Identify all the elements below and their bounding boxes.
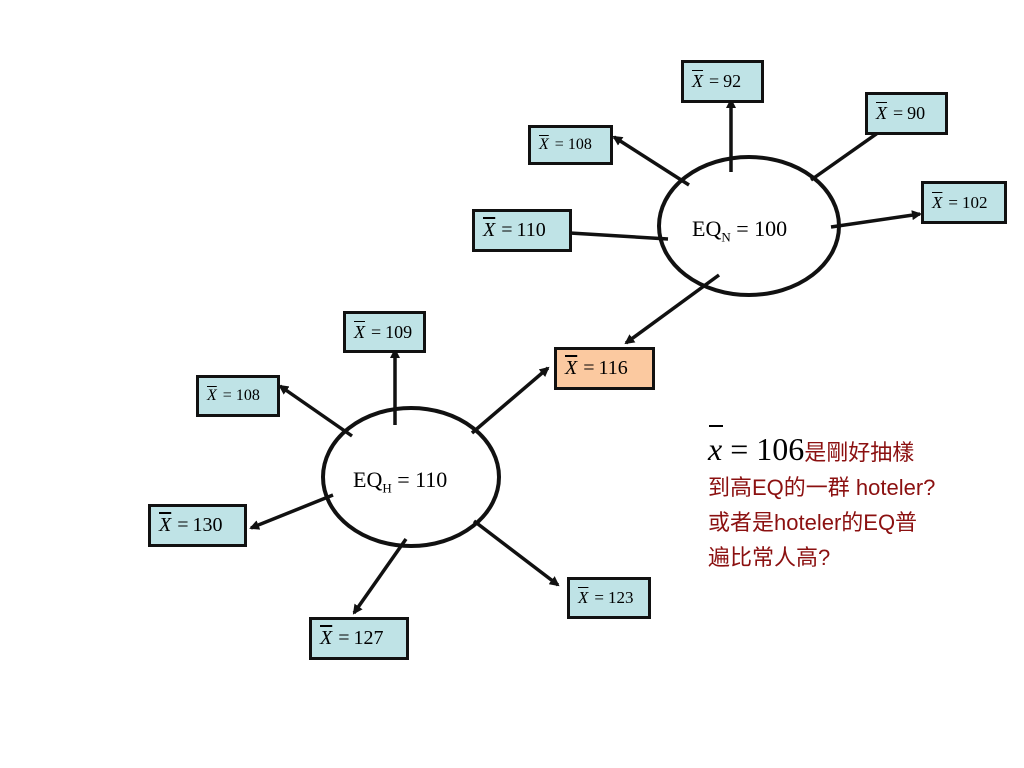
mean-value: 92 (723, 71, 742, 91)
equals-sign: = (371, 321, 382, 342)
node-eq-high-label: EQH = 110 (353, 467, 447, 496)
note-line-2: 到高EQ的一群 hoteler? (708, 475, 936, 500)
arrow-normal-to-108 (612, 135, 690, 187)
equals-sign: = (583, 357, 595, 379)
node-eq-high-sub: H (382, 480, 392, 496)
equals-sign: = (554, 136, 564, 153)
arrow-high-to-108 (278, 384, 353, 438)
mean-value: 123 (607, 588, 634, 607)
xbar-symbol: X (565, 357, 578, 379)
equals-sign: = (501, 219, 513, 241)
mean-value: 116 (598, 357, 628, 379)
xbar-symbol: X (207, 387, 217, 404)
mean-box-high-130: X=130 (148, 504, 247, 547)
node-eq-high-main: EQ (353, 467, 383, 492)
line-normal-to-110 (569, 231, 669, 241)
xbar-symbol: X (539, 136, 549, 153)
mean-value: 130 (192, 514, 223, 536)
xbar-symbol: X (483, 219, 496, 241)
mean-value: 110 (516, 219, 546, 241)
mean-box-normal-110: X=110 (472, 209, 572, 252)
equals-sign: = (709, 71, 720, 91)
equals-sign: = (948, 192, 958, 212)
mean-box-high-123: X =123 (567, 577, 651, 619)
mean-value: 127 (353, 627, 384, 649)
xbar-symbol: X (159, 514, 172, 536)
mean-box-shared-116: X=116 (554, 347, 655, 390)
node-eq-normal-label: EQN = 100 (692, 216, 787, 245)
formula-variable: x (708, 431, 723, 467)
mean-box-high-127: X=127 (309, 617, 409, 660)
mean-box-normal-102: X=102 (921, 181, 1007, 224)
arrow-high-to-127 (352, 537, 408, 615)
formula-value: = 106 (722, 431, 805, 467)
arrow-high-to-123 (472, 519, 560, 587)
xbar-symbol: X (692, 71, 703, 91)
note-formula: x = 106 (708, 431, 804, 467)
mean-value: 109 (385, 321, 413, 342)
xbar-symbol: X (876, 103, 887, 123)
xbar-symbol: X (320, 627, 333, 649)
node-eq-normal-tail: = 100 (730, 216, 788, 241)
node-eq-high-ellipse (321, 406, 501, 548)
mean-box-high-108: X =108 (196, 375, 280, 417)
arrow-normal-to-116 (624, 273, 721, 345)
note-line-4: 遍比常人高? (708, 545, 831, 570)
node-eq-high-tail: = 110 (391, 467, 448, 492)
node-eq-normal-main: EQ (692, 216, 722, 241)
mean-value: 108 (235, 387, 260, 404)
xbar-symbol: X (354, 321, 365, 342)
equals-sign: = (177, 514, 189, 536)
node-eq-normal-sub: N (721, 229, 731, 245)
equals-sign: = (222, 387, 232, 404)
arrow-high-to-130 (249, 493, 334, 530)
arrow-normal-to-102 (830, 210, 922, 229)
equals-sign: = (893, 103, 904, 123)
mean-box-normal-90: X =90 (865, 92, 948, 135)
equals-sign: = (594, 588, 604, 607)
mean-value: 108 (567, 136, 592, 153)
mean-value: 102 (961, 192, 988, 212)
mean-box-normal-92: X =92 (681, 60, 764, 103)
arrow-high-to-116 (470, 366, 550, 435)
note-text-1: 是剛好抽樣 (804, 440, 915, 465)
xbar-symbol: X (932, 192, 943, 212)
equals-sign: = (338, 627, 350, 649)
mean-value: 90 (907, 103, 926, 123)
note-line-3: 或者是hoteler的EQ普 (708, 510, 918, 535)
mean-box-high-109: X =109 (343, 311, 426, 353)
note-line-1: x = 106是剛好抽樣 (708, 432, 1018, 470)
mean-box-normal-108: X =108 (528, 125, 613, 165)
annotation-note: x = 106是剛好抽樣 到高EQ的一群 hoteler? 或者是hoteler… (708, 432, 1018, 575)
xbar-symbol: X (578, 588, 589, 607)
